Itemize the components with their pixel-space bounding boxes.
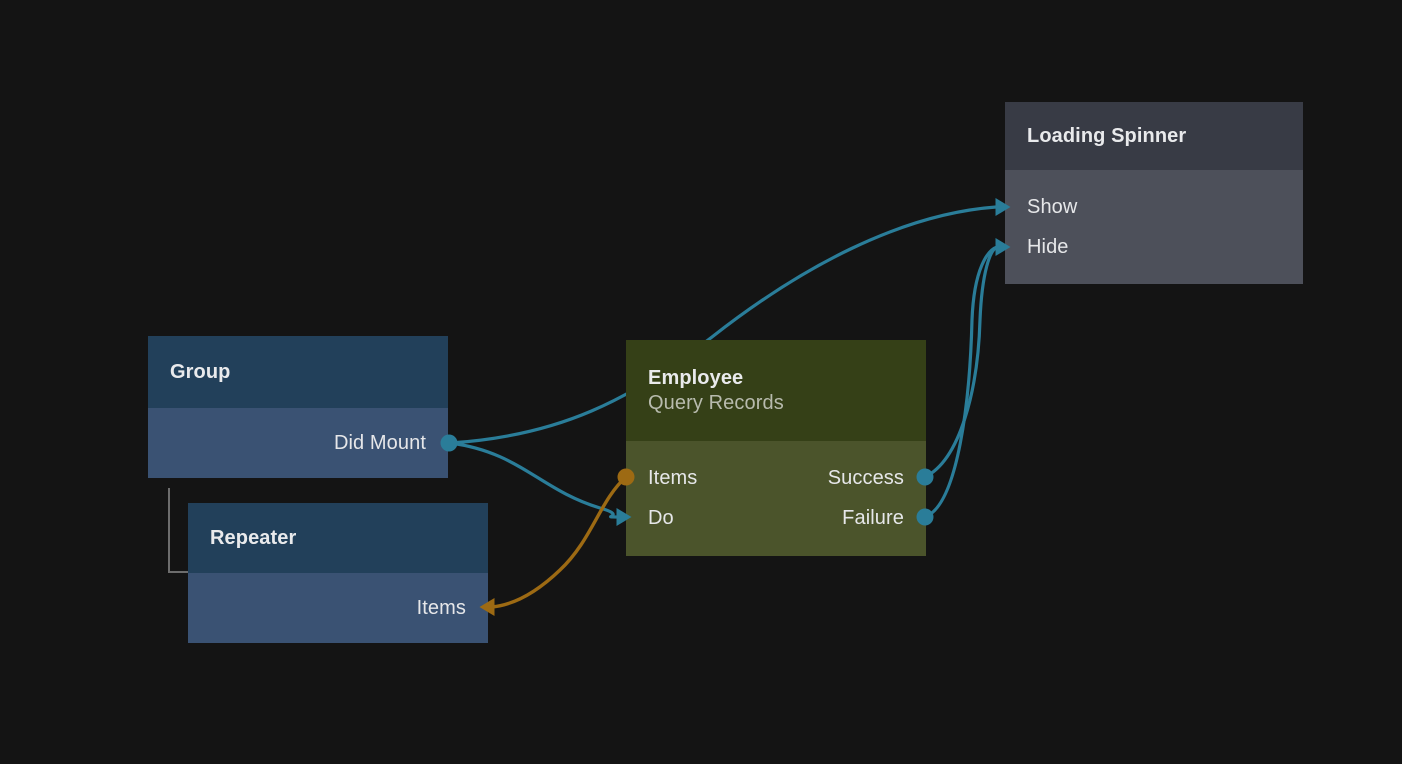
node-repeater-title: Repeater bbox=[210, 526, 297, 549]
node-repeater-header: Repeater bbox=[188, 503, 488, 573]
node-repeater[interactable]: Repeater Items bbox=[188, 503, 488, 643]
port-spinner-show-in[interactable] bbox=[995, 198, 1011, 216]
hierarchy-bracket bbox=[168, 488, 190, 573]
port-label-spinner-show: Show bbox=[1027, 195, 1078, 218]
edge-failure-to-hide bbox=[923, 245, 999, 519]
node-group-title: Group bbox=[170, 360, 231, 383]
node-group[interactable]: Group Did Mount bbox=[148, 336, 448, 478]
port-label-repeater-items: Items bbox=[416, 596, 466, 619]
port-spinner-hide-in[interactable] bbox=[995, 238, 1011, 256]
edge-items-to-repeater-items bbox=[490, 475, 628, 609]
port-row-did-mount[interactable]: Did Mount bbox=[170, 423, 426, 463]
port-row-spinner-hide[interactable]: Hide bbox=[1027, 227, 1281, 267]
port-employee-do-in[interactable] bbox=[616, 508, 632, 526]
node-employee-title: Employee bbox=[648, 366, 744, 389]
port-employee-failure-out[interactable] bbox=[916, 508, 934, 526]
port-label-spinner-hide: Hide bbox=[1027, 235, 1069, 258]
node-loading-spinner-body: Show Hide bbox=[1005, 170, 1303, 284]
port-label-employee-items-in: Items bbox=[648, 466, 698, 489]
node-employee-subtitle: Query Records bbox=[648, 391, 784, 414]
node-employee-header: Employee Query Records bbox=[626, 340, 926, 441]
port-row-spinner-show[interactable]: Show bbox=[1027, 187, 1281, 227]
node-employee-body: Items Success Do Failure bbox=[626, 441, 926, 556]
port-repeater-items-in[interactable] bbox=[479, 598, 495, 616]
port-employee-items-in[interactable] bbox=[617, 468, 635, 486]
port-did-mount-out[interactable] bbox=[440, 434, 458, 452]
node-repeater-body: Items bbox=[188, 573, 488, 643]
port-label-did-mount: Did Mount bbox=[333, 431, 426, 454]
node-loading-spinner[interactable]: Loading Spinner Show Hide bbox=[1005, 102, 1303, 284]
node-employee[interactable]: Employee Query Records Items Success Do … bbox=[626, 340, 926, 556]
edge-success-to-hide bbox=[923, 245, 999, 479]
port-label-employee-failure: Failure bbox=[842, 506, 904, 529]
node-group-body: Did Mount bbox=[148, 408, 448, 478]
port-row-repeater-items[interactable]: Items bbox=[210, 588, 466, 628]
node-group-header: Group bbox=[148, 336, 448, 408]
port-row-employee-do[interactable]: Do Failure bbox=[648, 498, 904, 538]
node-loading-spinner-title: Loading Spinner bbox=[1027, 124, 1187, 147]
port-label-employee-success: Success bbox=[827, 466, 904, 489]
port-label-employee-do: Do bbox=[648, 506, 674, 529]
node-loading-spinner-header: Loading Spinner bbox=[1005, 102, 1303, 170]
port-row-employee-items[interactable]: Items Success bbox=[648, 458, 904, 498]
port-employee-success-out[interactable] bbox=[916, 468, 934, 486]
